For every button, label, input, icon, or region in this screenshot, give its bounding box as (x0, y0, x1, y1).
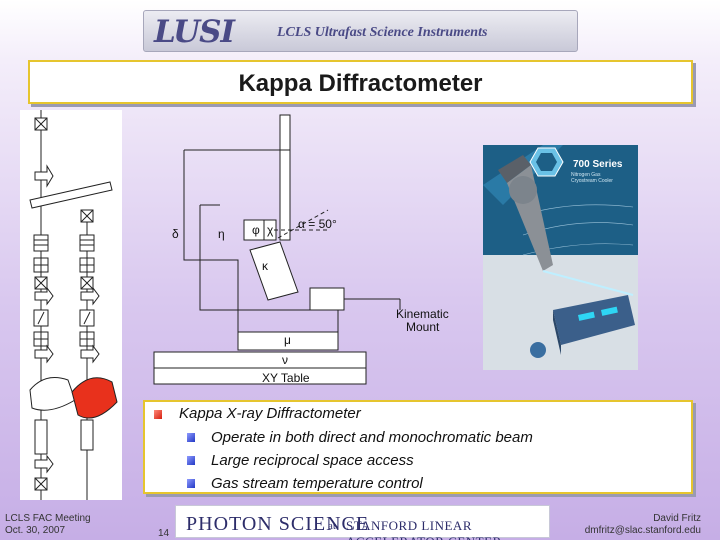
footer-meeting-info: LCLS FAC Meeting Oct. 30, 2007 (5, 513, 91, 537)
bullet-main: Kappa X-ray Diffractometer (179, 405, 361, 422)
bullet-marker-blue (187, 479, 195, 488)
cryostream-photo: 700 Series Nitrogen Gas Cryostream Coole… (483, 145, 638, 370)
eta-label: η (218, 228, 225, 240)
phi-label: φ (252, 224, 260, 236)
bullet-sub-2: Large reciprocal space access (211, 452, 414, 469)
banner-subtitle: LCLS Ultrafast Science Instruments (277, 25, 487, 41)
bullet-sub-1: Operate in both direct and monochromatic… (211, 429, 533, 446)
lusi-logo: LUSI (154, 14, 234, 50)
footer-author-name: David Fritz (585, 513, 701, 525)
header-banner: LUSI LCLS Ultrafast Science Instruments (143, 10, 578, 52)
slide-title: Kappa Diffractometer (30, 70, 691, 98)
kappa-diagram: δ η φ χ α = 50° κ μ ν XY Table Kinematic… (150, 110, 470, 390)
bullet-marker-red (154, 410, 162, 419)
kinematic-mount-label-2: Mount (406, 321, 439, 333)
footer-author-info: David Fritz dmfritz@slac.stanford.edu (585, 513, 701, 537)
bullet-marker-blue (187, 433, 195, 442)
bullet-box: Kappa X-ray Diffractometer Operate in bo… (143, 400, 693, 494)
chi-label: χ (267, 224, 273, 236)
nu-label: ν (282, 354, 288, 366)
photo-title: 700 Series (573, 159, 623, 170)
title-box: Kappa Diffractometer (28, 60, 693, 104)
logo-main-text: PHOTON SCIENCE (186, 513, 369, 536)
delta-label: δ (172, 228, 179, 240)
photo-subtitle-line-2: Cryostream Cooler (571, 178, 613, 184)
kappa-label: κ (262, 260, 268, 272)
beamline-schematic (20, 110, 122, 500)
logo-at-text: at (328, 520, 336, 532)
mu-label: μ (284, 334, 291, 346)
xy-table-label: XY Table (262, 372, 310, 384)
footer-meeting-date: Oct. 30, 2007 (5, 525, 91, 537)
alpha-label: α = 50° (298, 218, 337, 230)
bullet-marker-blue (187, 456, 195, 465)
bullet-sub-3: Gas stream temperature control (211, 475, 423, 492)
logo-org-text: STANFORD LINEAR ACCELERATOR CENTER (346, 518, 549, 540)
footer-author-email[interactable]: dmfritz@slac.stanford.edu (585, 525, 701, 537)
kinematic-mount-label-1: Kinematic (396, 308, 449, 320)
footer-meeting-name: LCLS FAC Meeting (5, 513, 91, 525)
photo-subtitle: Nitrogen Gas Cryostream Cooler (571, 172, 613, 184)
page-number: 14 (158, 528, 169, 539)
photon-science-logo: PHOTON SCIENCE at STANFORD LINEAR ACCELE… (175, 505, 550, 538)
